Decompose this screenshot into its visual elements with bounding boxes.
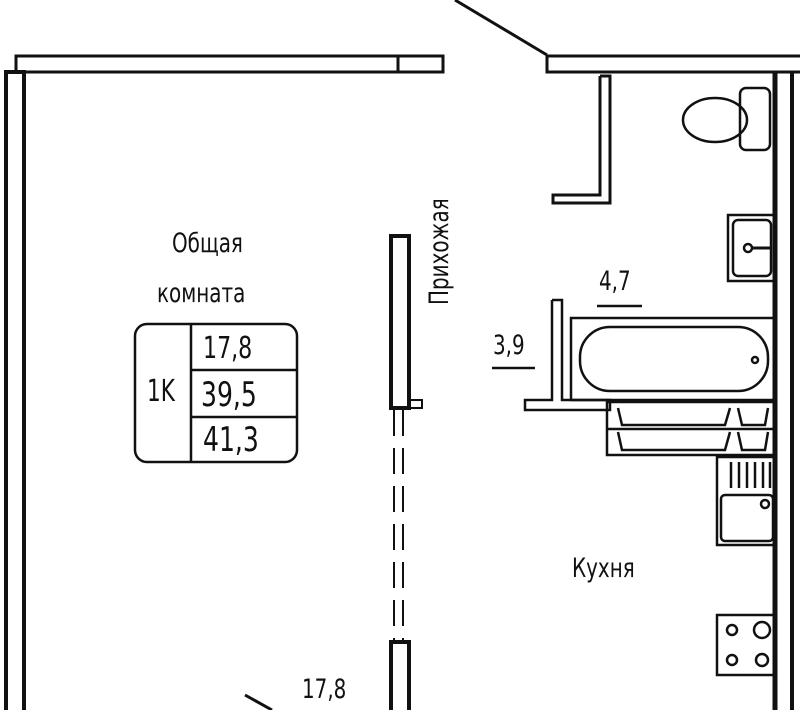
- hallway-label: Прихожая: [424, 198, 455, 305]
- apartment-type: 1K: [147, 374, 175, 409]
- bathtub-icon: [569, 316, 776, 402]
- toilet-icon: [681, 86, 772, 152]
- stove-icon: [715, 613, 777, 677]
- living-area-value: 17,8: [203, 331, 253, 366]
- hallway-area-label: 3,9: [493, 330, 525, 361]
- bathroom-area-label: 4,7: [599, 266, 631, 297]
- top-wall-left-end: [396, 54, 445, 74]
- bottom-area-label: 17,8: [302, 674, 347, 705]
- partition-hall: [389, 234, 423, 710]
- top-wall-left: [14, 54, 400, 74]
- area-with-balcony-value: 41,3: [203, 420, 259, 460]
- apartment-badge-frame: [133, 322, 299, 464]
- bathroom-wall: [551, 74, 612, 205]
- washing-machine-icon: [605, 400, 777, 457]
- sink-icon: [726, 213, 776, 283]
- kitchen-sink-icon: [715, 455, 777, 547]
- door-swing-line: [454, 0, 548, 57]
- living-room-label-line1: Общая: [172, 228, 243, 259]
- total-area-value: 39,5: [201, 375, 257, 415]
- left-wall: [4, 70, 26, 710]
- apartment-badge-grid: [189, 324, 297, 462]
- kitchen-label: Кухня: [572, 553, 635, 584]
- living-room-label-line2: комната: [157, 278, 246, 309]
- bottom-door-line: [244, 693, 273, 710]
- bath-partition: [523, 298, 612, 412]
- top-wall-right: [545, 54, 800, 74]
